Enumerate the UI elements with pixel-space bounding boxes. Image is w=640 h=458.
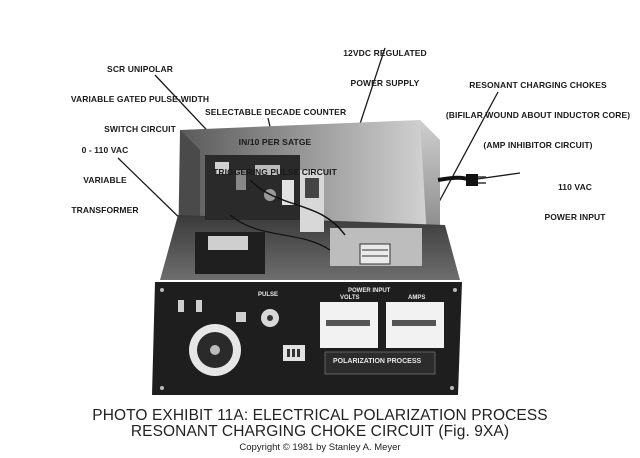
callout-variable-transformer: 0 - 110 VAC VARIABLE TRANSFORMER: [55, 125, 155, 235]
callout-line: TRANSFORMER: [71, 205, 139, 215]
callout-charging-chokes: RESONANT CHARGING CHOKES (BIFILAR WOUND …: [438, 60, 638, 170]
callout-decade-counter: SELECTABLE DECADE COUNTER IN/10 PER SATG…: [205, 87, 347, 197]
choke-coil: [359, 243, 391, 265]
callout-line: 110 VAC: [557, 182, 593, 192]
device-photo: [117, 47, 521, 395]
toggle-switch: [196, 300, 202, 312]
callout-line: (AMP INHIBITOR CIRCUIT): [483, 140, 593, 150]
panel-label-pulse: PULSE: [258, 292, 279, 298]
caption-subtitle: RESONANT CHARGING CHOKE CIRCUIT (Fig. 9X…: [130, 423, 510, 440]
transformer-plate: [208, 236, 248, 250]
callout-line: RESONANT CHARGING CHOKES: [469, 80, 607, 90]
small-switch: [236, 312, 246, 322]
callout-line: POWER SUPPLY: [350, 78, 420, 88]
callout-power-input: 110 VAC POWER INPUT: [530, 162, 620, 242]
power-plug: [466, 174, 478, 186]
callout-line: SCR UNIPOLAR: [107, 64, 173, 74]
label-plate: [324, 351, 436, 375]
callout-line: VARIABLE: [83, 175, 127, 185]
panel-label-power-input: POWER INPUT: [348, 288, 391, 294]
board-component: [282, 180, 294, 205]
callout-line: 0 - 110 VAC: [81, 145, 129, 155]
board-component: [215, 162, 229, 174]
callout-line: 12VDC REGULATED: [343, 48, 427, 58]
callout-line: SELECTABLE DECADE COUNTER: [205, 107, 347, 117]
panel-label-amps: AMPS: [408, 295, 426, 301]
callout-regulated-supply: 12VDC REGULATED POWER SUPPLY: [330, 28, 440, 108]
callout-line: (BIFILAR WOUND ABOUT INDUCTOR CORE): [445, 110, 631, 120]
callout-line: POWER INPUT: [544, 212, 606, 222]
board-component: [255, 165, 280, 175]
power-supply-part: [305, 178, 319, 198]
panel-label-title: POLARIZATION PROCESS: [333, 358, 422, 365]
board-component: [236, 170, 246, 190]
callout-line: VARIABLE GATED PULSE-WIDTH: [70, 94, 210, 104]
caption-title: PHOTO EXHIBIT 11A: ELECTRICAL POLARIZATI…: [92, 407, 548, 424]
callout-line: IN/10 PER SATGE: [238, 137, 312, 147]
callout-scr-switch: SCR UNIPOLAR VARIABLE GATED PULSE-WIDTH …: [55, 44, 225, 154]
toggle-switch: [178, 300, 184, 312]
power-cord: [437, 175, 471, 182]
caption-copyright: Copyright © 1981 by Stanley A. Meyer: [239, 442, 401, 453]
callout-line: SWITCH CIRCUIT: [104, 124, 176, 134]
callout-line: TRIGGERING PULSE CIRCUIT: [213, 167, 337, 177]
panel-label-volts: VOLTS: [340, 295, 360, 301]
